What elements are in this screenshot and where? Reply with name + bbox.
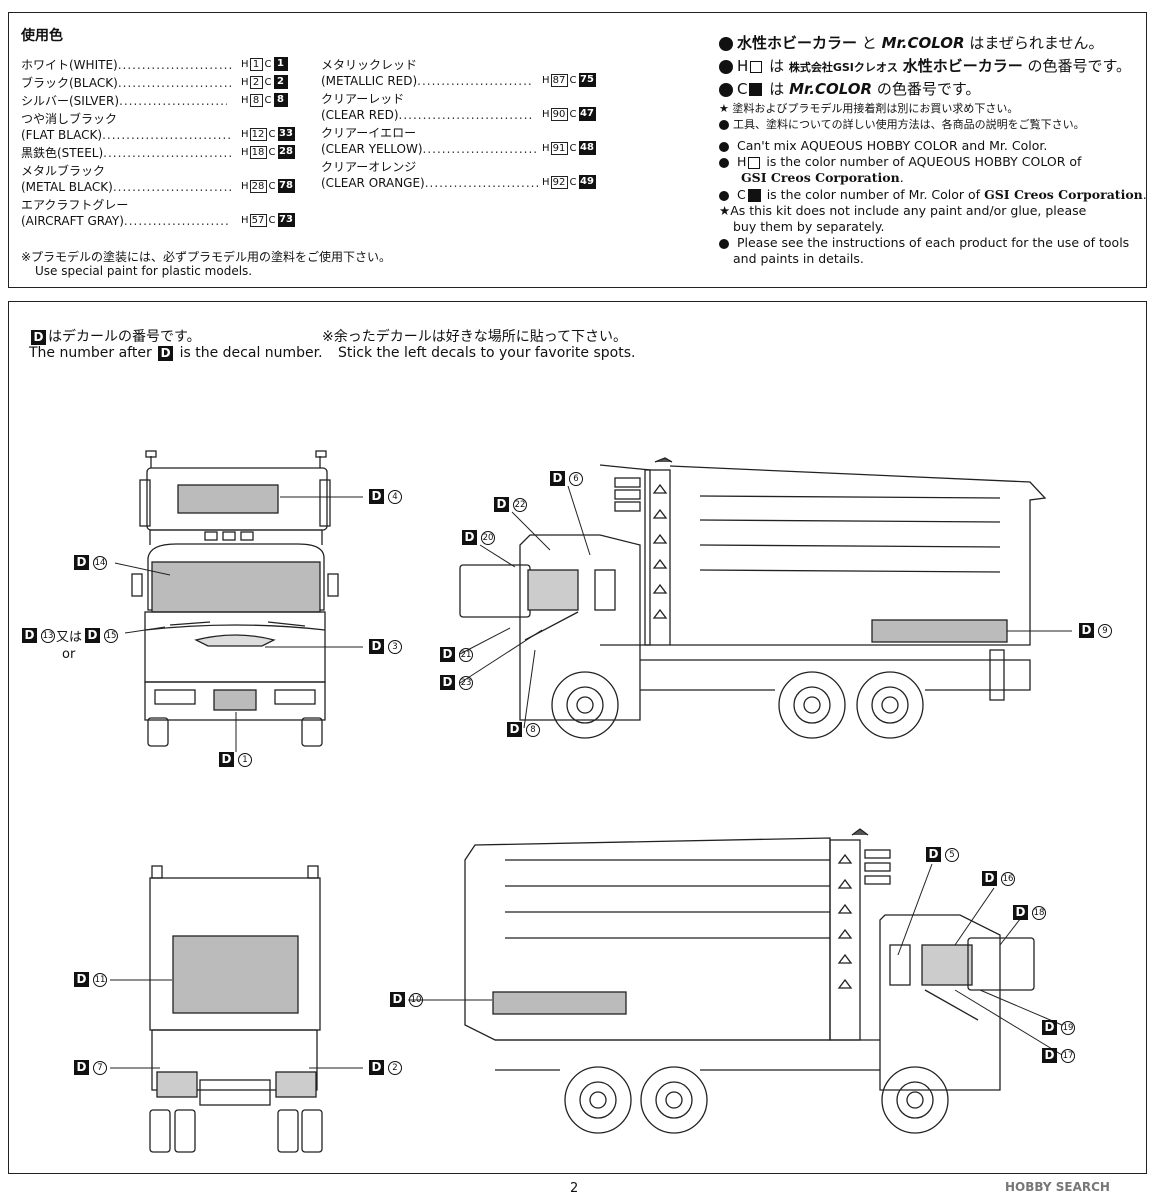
- info-en-star-2: buy them by separately.: [733, 219, 885, 234]
- bullet-icon: [719, 238, 729, 249]
- paint-note-ja: ※プラモデルの塗装には、必ずプラモデル用の塗料をご使用下さい。: [21, 250, 392, 264]
- bullet-icon: [719, 141, 729, 152]
- info-line-c: C は Mr.COLOR の色番号です。: [719, 81, 980, 97]
- bullet-icon: [719, 157, 729, 168]
- color-name-ja: クリアーオレンジ: [321, 160, 417, 174]
- black-square-icon: [749, 83, 763, 96]
- color-name-ja: つや消しブラック: [21, 112, 118, 126]
- white-square-icon: [750, 60, 763, 73]
- color-name-en: (AIRCRAFT GRAY).........................…: [21, 214, 230, 228]
- info-en-h: H is the color number of AQUEOUS HOBBY C…: [719, 154, 1081, 170]
- color-name-en: (METAL BLACK)...........................…: [21, 180, 234, 194]
- color-name: シルバー(SILVER)............................…: [21, 94, 227, 108]
- bullet-icon: [719, 120, 729, 130]
- white-square-icon: [748, 156, 761, 169]
- bullet-icon: [719, 36, 733, 51]
- info-en-mix: Can't mix AQUEOUS HOBBY COLOR and Mr. Co…: [719, 138, 1047, 154]
- bullet-icon: [719, 82, 733, 97]
- decal-or-en: or: [62, 647, 76, 662]
- decal-note-en: Stick the left decals to your favorite s…: [338, 345, 636, 361]
- color-name-ja: クリアーイエロー: [321, 126, 417, 140]
- info-en-h-corp: GSI Creos Corporation.: [741, 170, 904, 185]
- info-en-tools: Please see the instructions of each prod…: [719, 235, 1129, 251]
- color-name: ブラック(BLACK).............................…: [21, 76, 234, 90]
- page-number: 2: [570, 1181, 579, 1196]
- side-view-right-truck: [464, 828, 1035, 1134]
- color-name-ja: エアクラフトグレー: [21, 198, 129, 212]
- info-star-ja: ★ 塗料およびプラモデル用接着剤は別にお買い求め下さい。: [719, 102, 1019, 115]
- decal-heading-en: The number after D is the decal number.: [29, 345, 323, 361]
- color-name-en: (METALLIC RED)..........................…: [321, 74, 531, 88]
- paint-colors-panel: 使用色 ホワイト(WHITE).........................…: [8, 12, 1147, 288]
- decal-note-ja: ※余ったデカールは好きな場所に貼って下さい。: [322, 329, 628, 345]
- color-name-ja: クリアーレッド: [321, 92, 405, 106]
- front-view-truck: [131, 450, 339, 747]
- paint-note-en: Use special paint for plastic models.: [35, 264, 253, 278]
- color-name: ホワイト(WHITE).............................…: [21, 58, 234, 72]
- color-name-en: (CLEAR RED).............................…: [321, 108, 534, 122]
- colors-title: 使用色: [21, 28, 63, 44]
- info-line-h: H は 株式会社GSIクレオス 水性ホビーカラー の色番号です。: [719, 58, 1131, 76]
- black-square-icon: [747, 189, 761, 202]
- side-view-left-truck: [459, 457, 1047, 739]
- info-en-c: C is the color number of Mr. Color of GS…: [719, 187, 1147, 203]
- color-name-en: (CLEAR YELLOW)..........................…: [321, 142, 537, 156]
- info-bullet-ja: 工具、塗料についての詳しい使用方法は、各商品の説明をご覧下さい。: [719, 117, 1085, 133]
- watermark-logo: HOBBY SEARCH: [1005, 1180, 1110, 1194]
- bullet-icon: [719, 59, 733, 74]
- info-en-tools-2: and paints in details.: [733, 251, 864, 266]
- color-name-en: (FLAT BLACK)............................…: [21, 128, 230, 142]
- color-name: 黒鉄色(STEEL)..............................…: [21, 146, 231, 160]
- bullet-icon: [719, 190, 729, 201]
- color-name-en: (CLEAR ORANGE)..........................…: [321, 176, 539, 190]
- info-en-star: ★As this kit does not include any paint …: [719, 203, 1087, 218]
- color-name-ja: メタルブラック: [21, 164, 106, 178]
- rear-view-truck: [149, 865, 323, 1153]
- info-line-mix: 水性ホビーカラー と Mr.COLOR はまぜられません。: [719, 35, 1103, 51]
- color-name-ja: メタリックレッド: [321, 58, 418, 72]
